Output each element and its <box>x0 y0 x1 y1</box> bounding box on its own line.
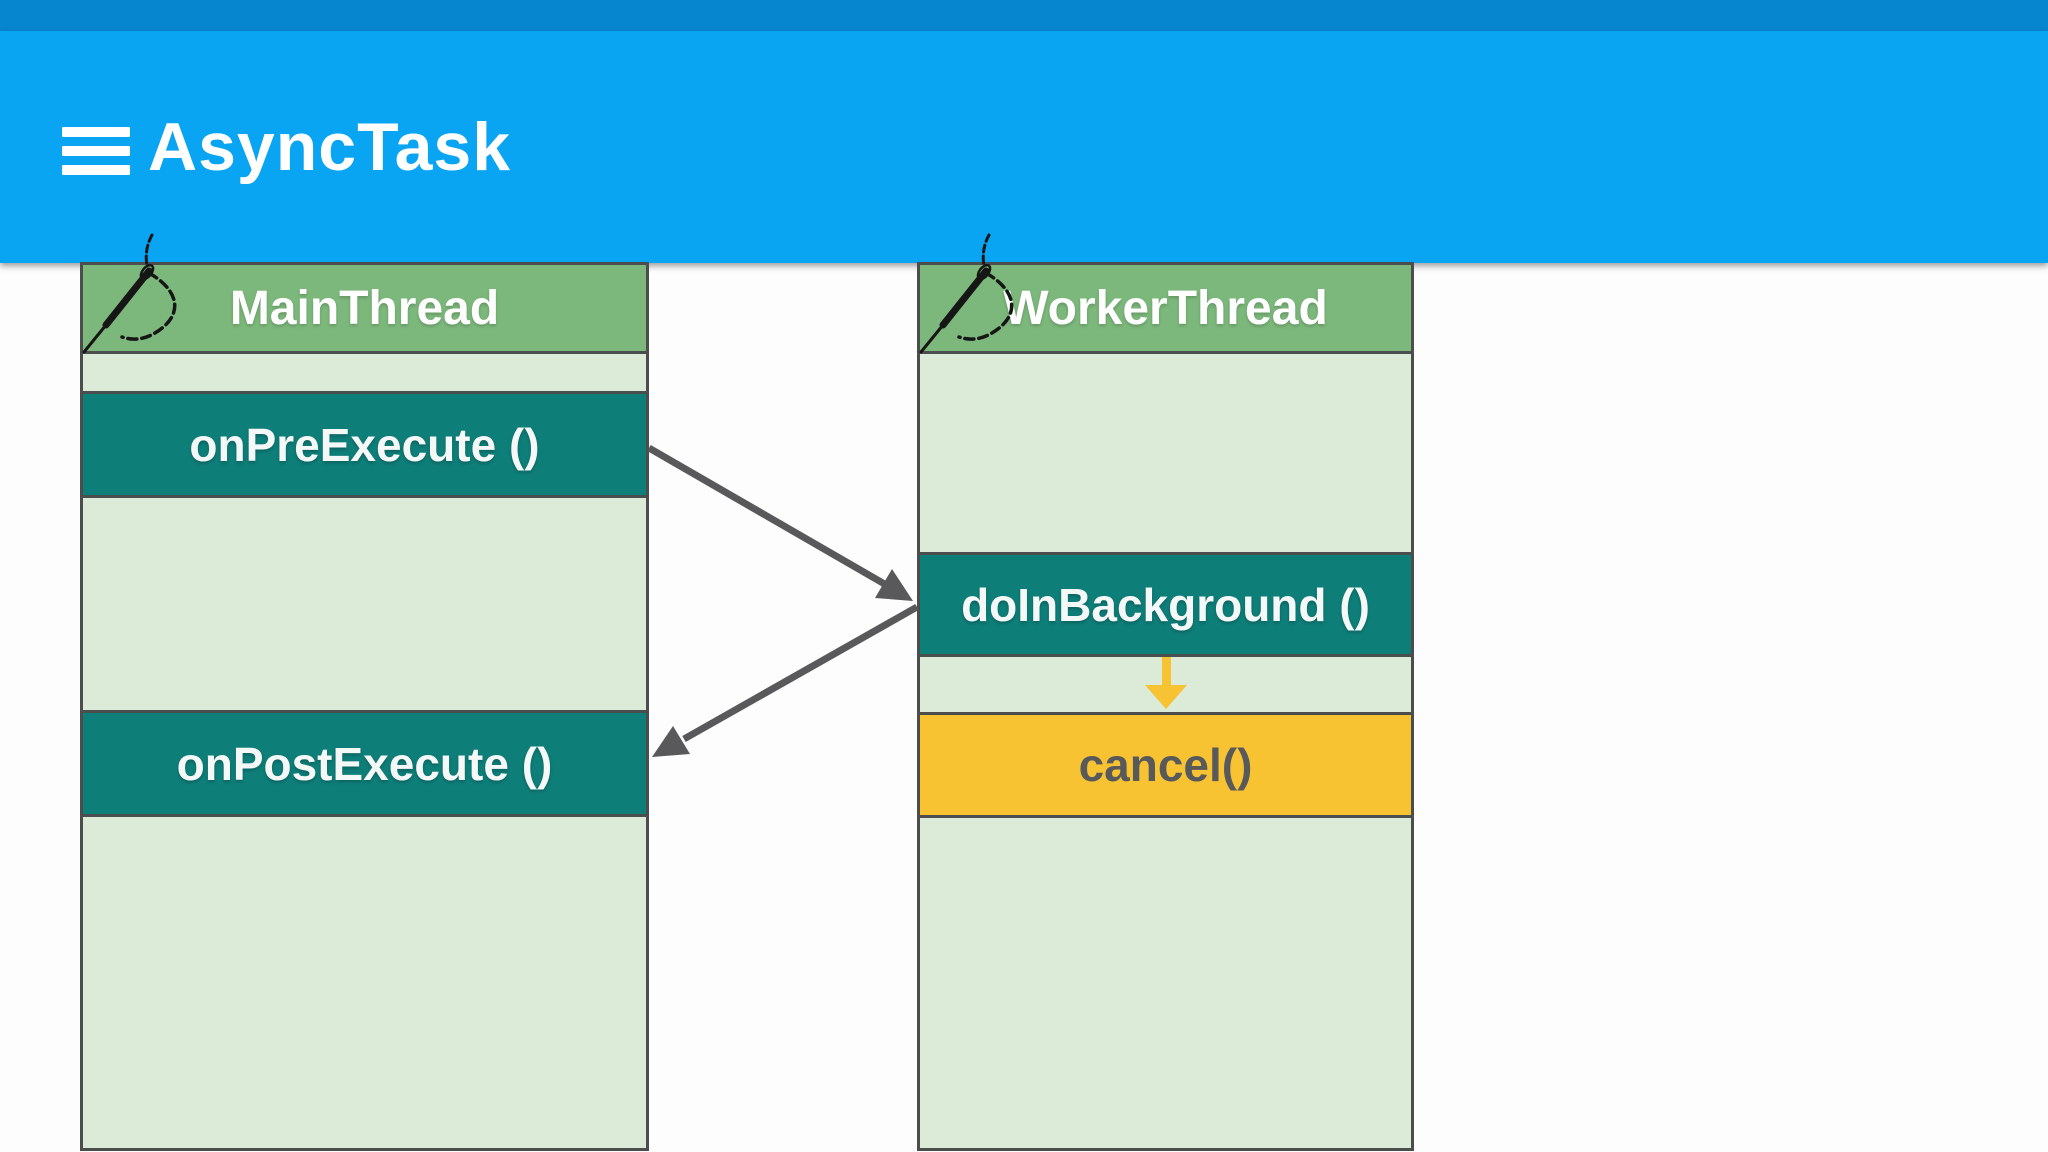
arrow-doinbackground-to-post <box>652 603 919 757</box>
main-thread-header: MainThread <box>80 262 649 354</box>
method-label-doinbackground: doInBackground () <box>961 578 1370 631</box>
cancel-label: cancel() <box>1078 739 1253 791</box>
worker-thread-title: WorkerThread <box>1003 281 1328 335</box>
method-label-onpreexecute: onPreExecute () <box>189 418 540 471</box>
arrow-stem <box>1161 657 1171 687</box>
cancel-box: cancel() <box>917 712 1414 818</box>
hamburger-bar <box>62 165 130 175</box>
app-bar: AsyncTask <box>0 31 2048 263</box>
cancel-down-arrow-icon <box>920 657 1411 712</box>
arrow-head <box>1144 685 1187 709</box>
main-thread-column: MainThread onPreExecute () onPostExecute… <box>80 262 649 1151</box>
worker-thread-header: WorkerThread <box>917 262 1414 354</box>
worker-thread-column: WorkerThread doInBackground () cancel() <box>917 262 1414 1151</box>
method-box-onpostexecute: onPostExecute () <box>80 710 649 817</box>
hamburger-bar <box>62 127 130 137</box>
status-bar-strip <box>0 0 2048 31</box>
main-thread-title: MainThread <box>229 281 500 335</box>
method-label-onpostexecute: onPostExecute () <box>176 737 553 790</box>
arrow-pre-to-doinbackground <box>647 444 913 601</box>
app-title: AsyncTask <box>148 109 512 185</box>
method-box-onpreexecute: onPreExecute () <box>80 391 649 498</box>
hamburger-bar <box>62 146 130 156</box>
method-box-doinbackground: doInBackground () <box>917 552 1414 657</box>
hamburger-icon[interactable] <box>62 127 130 176</box>
